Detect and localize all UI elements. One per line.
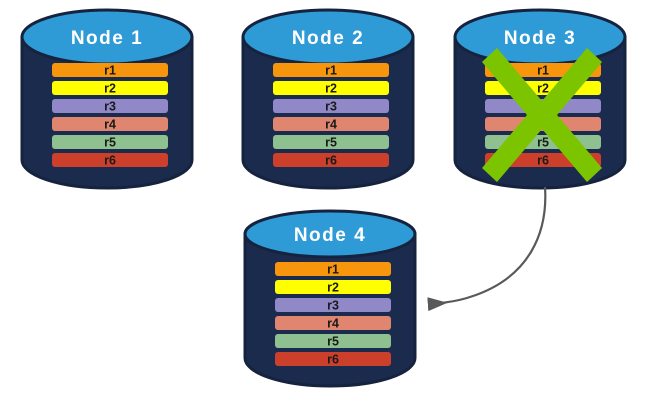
node-3-row-r1-label: r1 (537, 64, 549, 78)
node-4-cylinder-top (243, 209, 417, 259)
node-2-row-r5-label: r5 (325, 136, 337, 150)
node-1-row-r6-label: r6 (104, 154, 116, 168)
node-1-row-r3-bar (52, 99, 168, 113)
node-4-row-r1-label: r1 (327, 263, 339, 277)
node-2-row-r2-bar (273, 81, 389, 95)
node-4-row-r3-label: r3 (327, 299, 339, 313)
node-1-row-r2-bar (52, 81, 168, 95)
node-2-row-r4-bar (273, 117, 389, 131)
node-2-row-r1-bar (273, 63, 389, 77)
node-1[interactable]: Node 1 r1 r2 r3 r4 r5 r6 (20, 8, 194, 190)
node-1-row-r4-label: r4 (104, 118, 116, 132)
node-1-row-r1-bar (52, 63, 168, 77)
node-2[interactable]: Node 2 r1 r2 r3 r4 r5 r6 (241, 8, 415, 190)
node-1-row-r5-bar (52, 135, 168, 149)
node-2-row-r6-label: r6 (325, 154, 337, 168)
node-4-row-r2-label: r2 (327, 281, 339, 295)
node-4-row-r1-bar (275, 262, 391, 276)
node-3-row-r2-label: r2 (537, 82, 549, 96)
node-1-row-r5-label: r5 (104, 136, 116, 150)
node-1-row-r3-label: r3 (104, 100, 116, 114)
node-1-row-r2-label: r2 (104, 82, 116, 96)
node-3[interactable]: Node 3 r1 r2 r3 r4 r5 r6 (453, 8, 627, 190)
node-2-row-r3-label: r3 (325, 100, 337, 114)
node-1-row-r4-bar (52, 117, 168, 131)
node-1-rows: r1 r2 r3 r4 r5 r6 (52, 63, 168, 168)
node-2-row-r5-bar (273, 135, 389, 149)
node-4-row-r4-label: r4 (327, 317, 339, 331)
node-2-title: Node 2 (292, 28, 364, 49)
node-2-row-r1-label: r1 (325, 64, 337, 78)
node-4-row-r5-label: r5 (327, 335, 339, 349)
node-4-row-r3-bar (275, 298, 391, 312)
node-4-title: Node 4 (294, 225, 366, 246)
node-2-row-r2-label: r2 (325, 82, 337, 96)
node-4-row-r6-label: r6 (327, 353, 339, 367)
node-4-row-r4-bar (275, 316, 391, 330)
node-3-failure-cross-icon (482, 48, 602, 182)
node-2-row-r4-label: r4 (325, 118, 337, 132)
node-4[interactable]: Node 4 r1 r2 r3 r4 r5 r6 (243, 209, 417, 388)
node-4-row-r6-bar (275, 352, 391, 366)
node-1-title: Node 1 (71, 28, 143, 49)
node-2-row-r3-bar (273, 99, 389, 113)
node-4-row-r5-bar (275, 334, 391, 348)
node-4-row-r2-bar (275, 280, 391, 294)
node-3-row-r5-label: r5 (537, 136, 549, 150)
node-1-row-r6-bar (52, 153, 168, 167)
node-1-row-r1-label: r1 (104, 64, 116, 78)
node3-to-node4-arrow (427, 186, 547, 312)
node-2-rows: r1 r2 r3 r4 r5 r6 (273, 63, 389, 168)
node-3-title: Node 3 (504, 28, 576, 49)
node-3-row-r6-label: r6 (537, 154, 549, 168)
node-2-row-r6-bar (273, 153, 389, 167)
node-4-rows: r1 r2 r3 r4 r5 r6 (275, 262, 391, 367)
